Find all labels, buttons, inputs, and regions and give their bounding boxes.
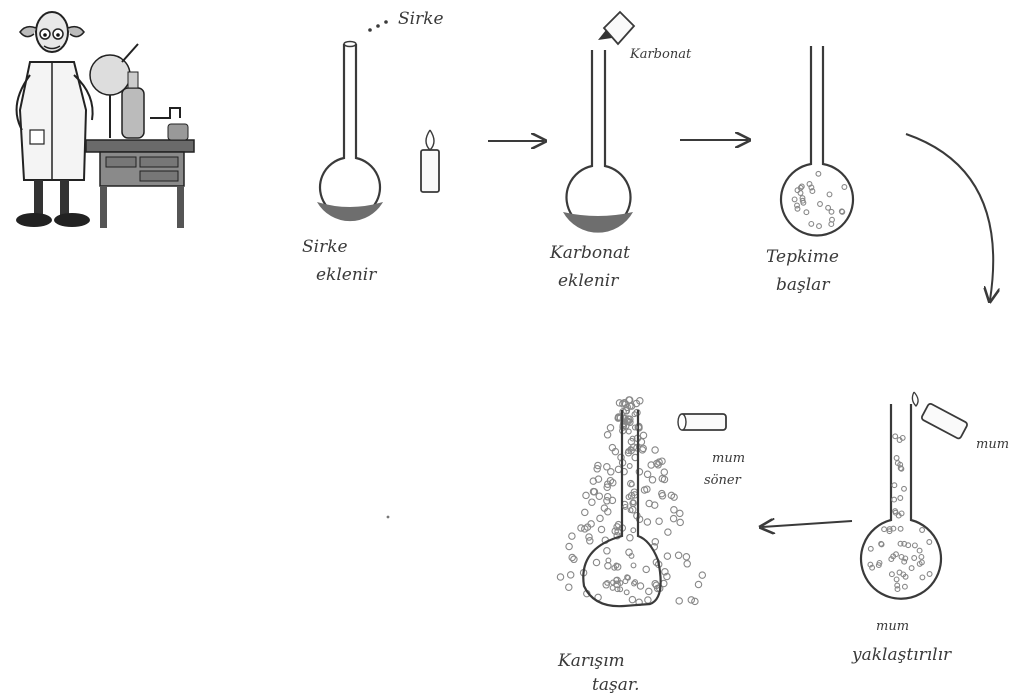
label-step4-side: mum (976, 437, 1009, 452)
flask-step4 (861, 392, 968, 599)
arrow-step4-to-step5 (762, 521, 852, 527)
label-step1-line2: eklenir (316, 265, 377, 285)
label-step3-line2: başlar (776, 275, 830, 295)
vinegar-liquid (317, 202, 383, 221)
label-sirke-top: Sirke (398, 9, 444, 29)
label-karbonat-top: Karbonat (629, 47, 692, 62)
flask-step5 (557, 397, 726, 606)
bubbles-step3 (792, 171, 847, 228)
flask-step1 (317, 20, 388, 221)
label-step5-line1: Karışım (557, 651, 625, 671)
label-step2-line2: eklenir (558, 271, 619, 291)
label-step2-line1: Karbonat (549, 243, 630, 263)
label-step1-line1: Sirke (302, 237, 348, 257)
candle-icon (421, 130, 439, 192)
candle-tilted-icon (921, 403, 968, 440)
label-step4-line1: mum (876, 619, 909, 634)
label-step3-line1: Tepkime (766, 247, 839, 267)
scientist-illustration (16, 12, 194, 228)
label-step5-side1: mum (712, 451, 745, 466)
candle-out-icon (678, 414, 726, 430)
label-step4-line2: yaklaştırılır (851, 645, 952, 665)
soda-liquid (563, 212, 633, 233)
karbonat-packet-icon (604, 12, 634, 44)
arrow-step3-to-step4 (906, 134, 993, 300)
bubbles-step4 (868, 434, 932, 592)
flask-step3 (781, 46, 853, 235)
label-step5-line2: taşar. (592, 675, 640, 695)
flask-step2 (563, 12, 634, 233)
label-step5-side2: söner (704, 473, 742, 488)
